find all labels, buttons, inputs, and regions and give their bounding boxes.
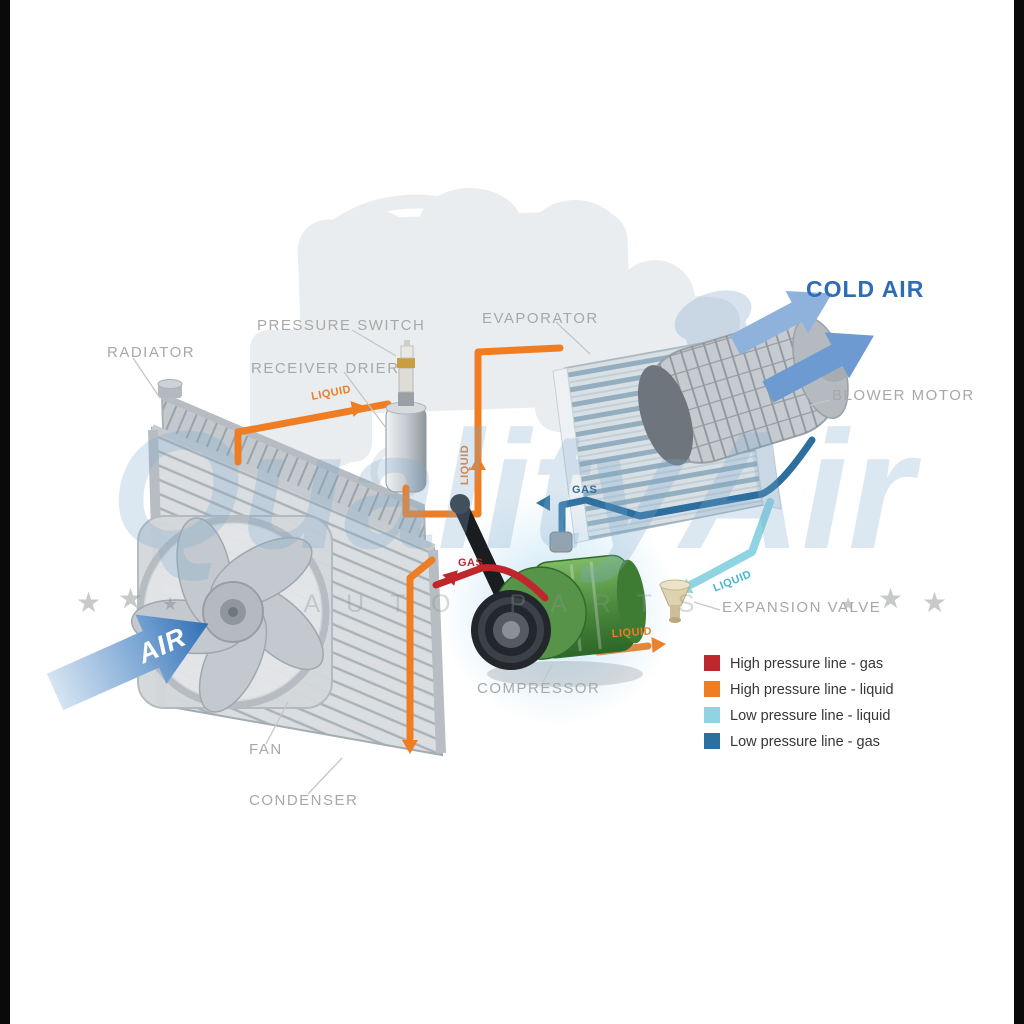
legend-label-low-liquid: Low pressure line - liquid [730, 708, 890, 724]
left-letterbox-bar [0, 0, 10, 1024]
pipe-label-gas-low: GAS [572, 484, 597, 496]
legend-label-high-liquid: High pressure line - liquid [730, 682, 894, 698]
legend-label-low-gas: Low pressure line - gas [730, 734, 880, 750]
flow-arrowhead [442, 570, 458, 586]
cold-air-arrow-2 [762, 332, 874, 403]
fan [130, 515, 333, 713]
star-icon: ★ [840, 594, 856, 614]
legend-swatch-low-gas [704, 733, 720, 749]
pipe-high-pressure-liquid-drop [406, 556, 436, 742]
star-icon: ★ [162, 594, 178, 614]
label-condenser: CONDENSER [249, 792, 358, 809]
pipe-high-pressure-liquid-to-drier [234, 400, 392, 466]
watermark-subtitle: AUTO PARTS [304, 590, 721, 618]
pipe-low-pressure-liquid [686, 498, 774, 589]
label-fan: FAN [249, 741, 283, 758]
legend-swatch-low-liquid [704, 707, 720, 723]
pipe-label-liquid-to-valve: LIQUID [611, 625, 652, 640]
flow-arrowhead [470, 456, 486, 470]
label-compressor: COMPRESSOR [477, 680, 600, 697]
pipe-high-pressure-liquid-riser [402, 344, 564, 518]
pipe-label-gas-high: GAS [458, 557, 483, 569]
star-icon: ★ [118, 583, 143, 614]
label-receiver-drier: RECEIVER DRIER [251, 360, 400, 377]
watermark-brand: QualityAir [111, 396, 922, 584]
right-letterbox-bar [1014, 0, 1024, 1024]
label-expansion-valve: EXPANSION VALVE [722, 599, 881, 616]
pressure-switch [397, 340, 415, 393]
legend: High pressure line - gas High pressure l… [704, 655, 894, 750]
star-icon: ★ [76, 587, 101, 618]
compressor-pulley [471, 590, 551, 670]
cold-air-arrow-1 [729, 290, 833, 355]
flow-arrowhead [350, 401, 366, 417]
legend-swatch-high-liquid [704, 681, 720, 697]
legend-swatch-high-gas [704, 655, 720, 671]
star-icon: ★ [878, 583, 903, 614]
compressor [440, 490, 676, 726]
pipe-label-liquid-riser: LIQUID [459, 445, 471, 485]
watermark: QualityAir AUTO PARTS ★ ★ ★ ★ ★ ★ [76, 396, 947, 618]
label-evaporator: EVAPORATOR [482, 310, 599, 327]
legend-label-high-gas: High pressure line - gas [730, 656, 883, 672]
label-pressure-switch: PRESSURE SWITCH [257, 317, 425, 334]
label-cold-air: COLD AIR [806, 276, 924, 302]
star-icon: ★ [922, 587, 947, 618]
label-blower-motor: BLOWER MOTOR [832, 387, 975, 404]
flow-arrowhead [402, 740, 418, 754]
engine-ghost [250, 188, 740, 500]
label-radiator: RADIATOR [107, 344, 195, 361]
pipe-high-pressure-gas [432, 564, 549, 602]
suction-fitting [549, 531, 573, 553]
leader-lines [132, 321, 831, 795]
